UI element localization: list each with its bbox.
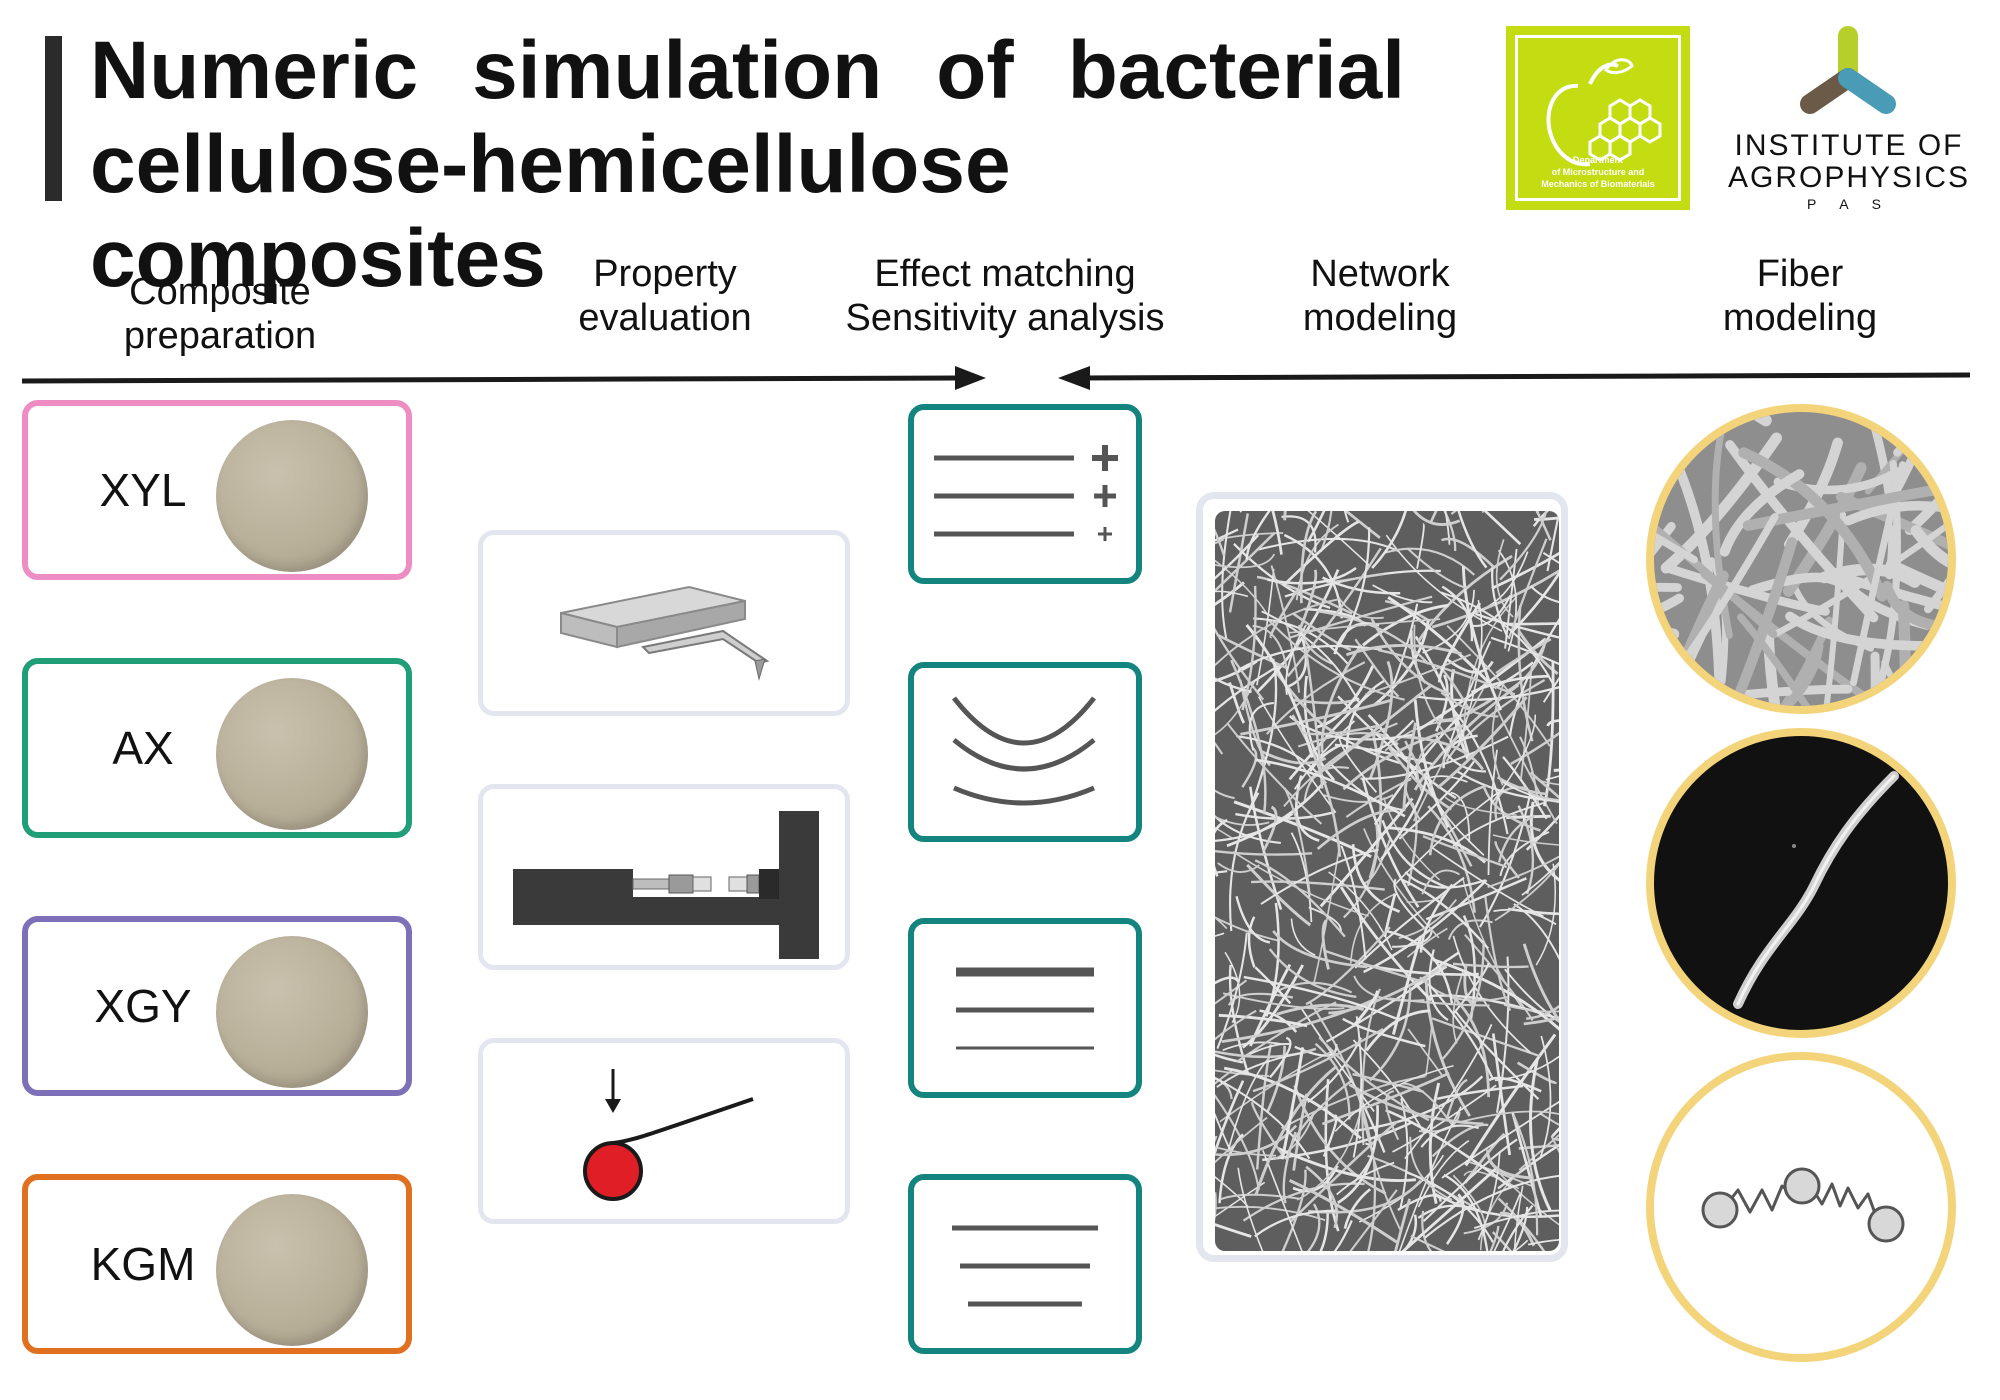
stage-composite-line-2: preparation bbox=[123, 315, 317, 357]
sample-card-ax: AX bbox=[22, 658, 412, 838]
sample-disc-image bbox=[216, 1194, 368, 1346]
department-logo: Department of Microstructure and Mechani… bbox=[1506, 26, 1690, 210]
stage-fiber-line-2: modeling bbox=[1722, 297, 1878, 339]
stage-network-modeling: Network modeling bbox=[1250, 252, 1510, 340]
property-panel-afm bbox=[478, 530, 850, 716]
institute-line-3: P A S bbox=[1807, 196, 1891, 212]
sample-disc-image bbox=[216, 936, 368, 1088]
stage-network-line-1: Network bbox=[1310, 253, 1450, 295]
stage-effect-line-1: Effect matching bbox=[874, 253, 1136, 295]
institute-line-2: AGROPHYSICS bbox=[1727, 161, 1971, 194]
dept-logo-line-3: Mechanics of Biomaterials bbox=[1541, 179, 1655, 189]
stage-property-line-1: Property bbox=[593, 253, 737, 295]
flow-arrows bbox=[21, 366, 1971, 390]
stage-composite-preparation: Composite preparation bbox=[80, 270, 360, 358]
page-title: Numeric simulation of bacterial cellulos… bbox=[90, 24, 1405, 306]
institute-logo: INSTITUTE OF AGROPHYSICS P A S bbox=[1706, 22, 1992, 212]
curves-icon bbox=[952, 696, 1096, 806]
stage-fiber-modeling: Fiber modeling bbox=[1680, 252, 1920, 340]
title-line-2: cellulose-hemicellulose composites bbox=[90, 119, 1011, 304]
tensile-tester-icon bbox=[513, 811, 819, 959]
effect-panel-curves bbox=[908, 662, 1142, 842]
stage-network-line-2: modeling bbox=[1302, 297, 1458, 339]
apple-hexagon-icon bbox=[1546, 58, 1662, 167]
sem-fibers-image bbox=[1654, 412, 1948, 706]
fiber-network-image bbox=[1215, 511, 1559, 1251]
lines-decreasing-icon bbox=[956, 967, 1094, 1050]
sample-label: AX bbox=[112, 722, 174, 774]
sample-card-xyl: XYL bbox=[22, 400, 412, 580]
dept-logo-line-1: Department bbox=[1572, 155, 1623, 165]
single-fiber-image bbox=[1733, 771, 1899, 1009]
effect-panel-lines-equal bbox=[908, 1174, 1142, 1354]
fiber-circle-model bbox=[1646, 1052, 1956, 1362]
sample-disc-image bbox=[216, 420, 368, 572]
dept-logo-line-2: of Microstructure and bbox=[1551, 167, 1645, 177]
title-line-1: Numeric simulation of bacterial bbox=[90, 25, 1405, 116]
sample-label: KGM bbox=[90, 1238, 196, 1290]
stage-fiber-line-1: Fiber bbox=[1756, 253, 1844, 295]
effect-panel-lines-decreasing bbox=[908, 918, 1142, 1098]
title-accent-bar bbox=[45, 36, 62, 201]
fiber-circle-single bbox=[1646, 728, 1956, 1038]
property-panel-bending bbox=[478, 1038, 850, 1224]
sample-card-xgy: XGY bbox=[22, 916, 412, 1096]
effect-panel-ranking bbox=[908, 404, 1142, 584]
sample-card-kgm: KGM bbox=[22, 1174, 412, 1354]
ranking-plus-icon bbox=[934, 445, 1118, 541]
afm-cantilever-icon bbox=[560, 585, 770, 681]
sample-label: XGY bbox=[94, 980, 192, 1032]
bending-cylinder-icon bbox=[583, 1069, 754, 1201]
sample-label: XYL bbox=[99, 464, 187, 516]
stage-property-evaluation: Property evaluation bbox=[530, 252, 800, 340]
arrow-left-head bbox=[1058, 366, 1090, 390]
sample-disc-image bbox=[216, 678, 368, 830]
institute-line-1: INSTITUTE OF bbox=[1734, 129, 1964, 162]
stage-composite-line-1: Composite bbox=[129, 271, 311, 313]
lines-equal-icon bbox=[952, 1225, 1098, 1307]
arrow-right-head bbox=[955, 366, 986, 390]
property-panel-tensile bbox=[478, 784, 850, 970]
network-panel bbox=[1196, 492, 1568, 1262]
fiber-circle-sem bbox=[1646, 404, 1956, 714]
tripod-logo-icon bbox=[1800, 26, 1896, 114]
stage-effect-matching: Effect matching Sensitivity analysis bbox=[825, 252, 1185, 340]
bead-spring-model-icon bbox=[1701, 1167, 1905, 1243]
stage-effect-line-2: Sensitivity analysis bbox=[845, 297, 1165, 339]
stage-property-line-2: evaluation bbox=[578, 297, 752, 339]
